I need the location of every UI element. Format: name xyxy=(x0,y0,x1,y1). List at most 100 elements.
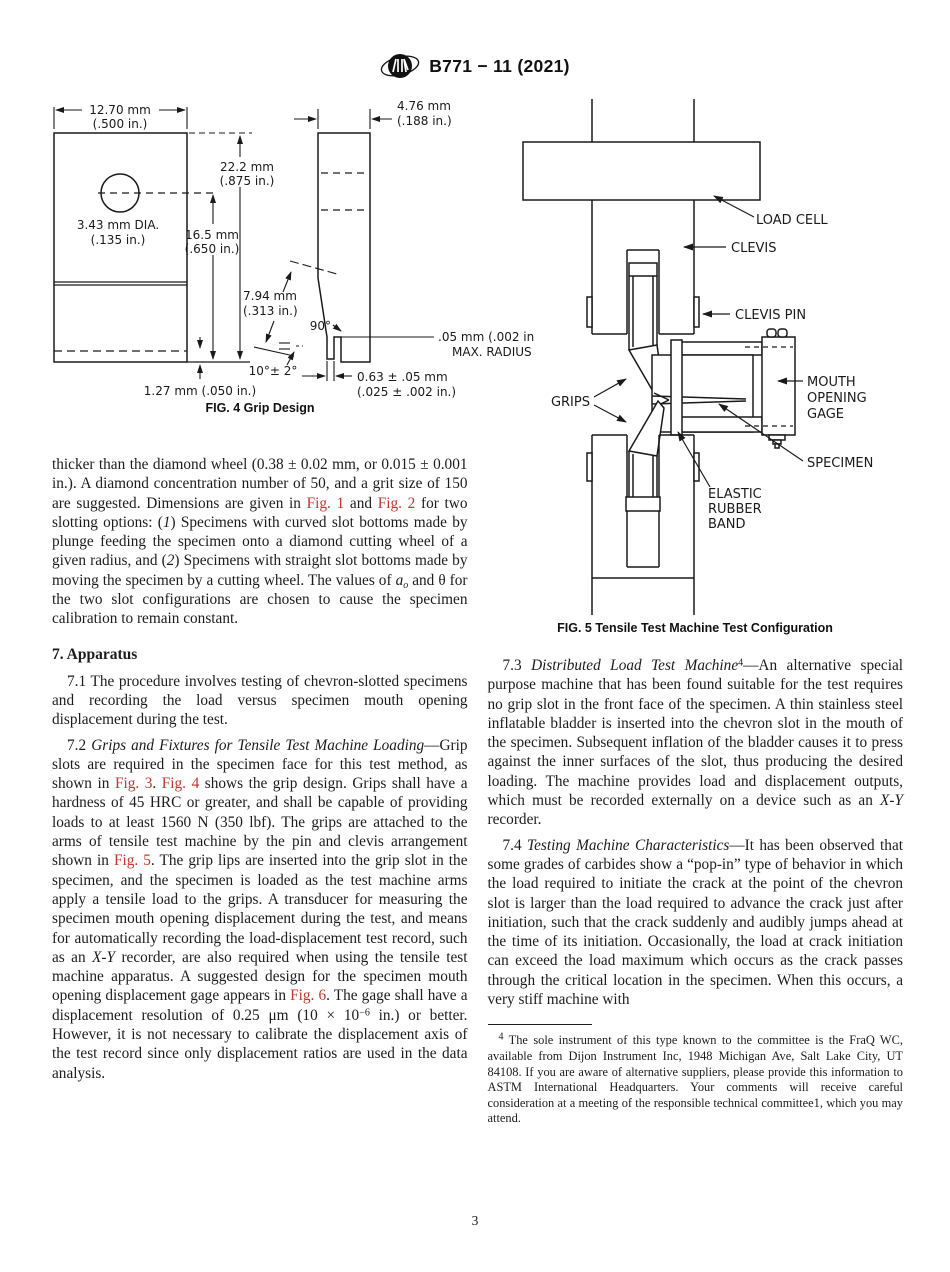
grip-front-view xyxy=(53,132,252,363)
paragraph-7-4: 7.4 Testing Machine Characteristics—It h… xyxy=(488,836,904,1010)
label-band-3: BAND xyxy=(708,517,746,532)
dim-thickness-in: (.188 in.) xyxy=(397,114,452,128)
astm-logo xyxy=(381,54,420,78)
figure-5-leaders xyxy=(593,195,804,488)
machine-drawing xyxy=(522,99,796,615)
side-view-dimensions xyxy=(253,109,434,381)
label-band-2: RUBBER xyxy=(708,502,762,517)
text-segment: for two slotting options: ( xyxy=(52,494,468,531)
dim-angle-90: 90° xyxy=(310,319,331,333)
bottom-clevis-shape xyxy=(586,434,700,579)
text-segment: 7.1 The procedure involves testing of ch… xyxy=(52,672,468,729)
label-mouth-2: OPENING xyxy=(807,391,867,406)
text-segment: ) Specimens with straight slot bottoms m… xyxy=(52,552,468,589)
dim-thickness-mm: 4.76 mm xyxy=(397,99,451,113)
top-clamp-bar xyxy=(671,341,763,356)
label-specimen: SPECIMEN xyxy=(807,456,873,471)
dim-max-radius-1: .05 mm (.002 in.) xyxy=(438,330,535,344)
text-segment: o xyxy=(403,579,409,591)
dim-width-mm: 12.70 mm xyxy=(89,103,151,117)
page-number: 3 xyxy=(471,1213,479,1228)
clevis-pin-left-shape xyxy=(586,296,593,328)
text-segment: . The gage shall have a displacement res… xyxy=(52,987,468,1024)
figure-reference[interactable]: Fig. 4 xyxy=(161,775,200,793)
footnote-rule xyxy=(487,1024,592,1026)
text-segment: . The grip lips are inserted into the gr… xyxy=(52,852,468,966)
left-column: thicker than the diamond wheel (0.38 ± 0… xyxy=(52,455,468,1127)
text-segment: 4 xyxy=(738,657,744,669)
front-view-dimensions xyxy=(53,107,243,379)
figure-4-caption: FIG. 4 Grip Design xyxy=(205,401,315,415)
text-segment: recorder, are also required when using t… xyxy=(52,948,468,1005)
document-title: B771 − 11 (2021) xyxy=(429,55,570,76)
paragraph-7-3: 7.3 Distributed Load Test Machine4—An al… xyxy=(488,656,904,830)
paragraph-continuation: thicker than the diamond wheel (0.38 ± 0… xyxy=(52,455,468,629)
dim-lip-length-mm: 7.94 mm xyxy=(243,289,297,303)
text-segment: 4 xyxy=(498,1031,504,1043)
page-header: B771 − 11 (2021) xyxy=(0,50,950,82)
bottom-grip-shape xyxy=(627,399,665,497)
figure-reference[interactable]: Fig. 3 xyxy=(114,775,153,793)
mouth-gage-shape xyxy=(761,336,796,436)
text-segment: shows the grip design. Grips shall have … xyxy=(52,775,468,870)
figure-5-test-configuration: LOAD CELL CLEVIS CLEVIS PIN GRIPS MOUTH … xyxy=(522,99,873,615)
text-segment: a xyxy=(395,571,404,589)
label-load-cell: LOAD CELL xyxy=(756,213,828,228)
text-segment: —An alternative special purpose machine … xyxy=(487,657,904,810)
specimen-assembly xyxy=(651,328,796,449)
text-segment: —Grip slots are required in the specimen… xyxy=(52,736,468,793)
dim-tip-in: (.025 ± .002 in.) xyxy=(357,385,456,399)
clevis-pin-right-shape xyxy=(693,296,700,328)
text-segment: 2 xyxy=(166,552,175,570)
dim-hole-height-in: (.650 in.) xyxy=(185,242,240,256)
dim-height-mm: 22.2 mm xyxy=(220,160,274,174)
dim-height-in: (.875 in.) xyxy=(220,174,275,188)
label-mouth-1: MOUTH xyxy=(807,375,856,390)
figure-reference[interactable]: Fig. 5 xyxy=(113,852,151,870)
text-segment: Testing Machine Characteristics xyxy=(527,836,730,854)
label-clevis: CLEVIS xyxy=(731,241,777,256)
text-segment: −6 xyxy=(359,1007,370,1019)
right-column: 7.3 Distributed Load Test Machine4—An al… xyxy=(487,455,904,1127)
figure-reference[interactable]: Fig. 2 xyxy=(377,494,416,512)
label-grips: GRIPS xyxy=(551,395,590,410)
figure-reference[interactable]: Fig. 6 xyxy=(290,987,327,1005)
body-text: thicker than the diamond wheel (0.38 ± 0… xyxy=(52,455,903,1127)
load-cell-shape xyxy=(522,141,761,201)
text-segment: —It has been observed that some grades o… xyxy=(487,836,904,1009)
text-segment: . xyxy=(152,775,162,793)
dim-lip-length-in: (.313 in.) xyxy=(243,304,298,318)
figure-5-caption: FIG. 5 Tensile Test Machine Test Configu… xyxy=(557,621,833,635)
text-segment: X-Y xyxy=(92,948,116,966)
dim-hole-dia-in: (.135 in.) xyxy=(91,233,146,247)
dim-tip-mm: 0.63 ± .05 mm xyxy=(357,370,448,384)
text-segment: and θ for the two slot configurations ar… xyxy=(52,571,468,628)
top-clevis-shape xyxy=(586,200,700,335)
elastic-band-shape xyxy=(670,339,683,436)
text-segment: Distributed Load Test Machine xyxy=(531,657,739,674)
dim-base: 1.27 mm (.050 in.) xyxy=(144,384,256,398)
text-segment: recorder. xyxy=(487,811,542,829)
dim-angle-10: 10°± 2° xyxy=(249,364,298,378)
text-segment: thicker than the diamond wheel (0.38 ± 0… xyxy=(52,456,468,512)
figure-reference[interactable]: Fig. 1 xyxy=(306,494,345,512)
text-segment: in.) or better. However, it is not neces… xyxy=(52,1006,468,1082)
dim-hole-height-mm: 16.5 mm xyxy=(185,228,239,242)
paragraph-7-2: 7.2 Grips and Fixtures for Tensile Test … xyxy=(52,736,468,1083)
dim-width-in: (.500 in.) xyxy=(93,117,148,131)
text-segment: X-Y xyxy=(880,792,903,810)
text-segment: 7.4 xyxy=(502,836,528,854)
text-segment: Grips and Fixtures for Tensile Test Mach… xyxy=(91,736,425,754)
label-mouth-3: GAGE xyxy=(807,407,844,422)
text-segment: 1 xyxy=(162,513,171,531)
text-segment: ) Specimens with curved slot bottoms mad… xyxy=(52,513,468,570)
footnote-4: 4 The sole instrument of this type known… xyxy=(487,1031,904,1127)
section-heading-apparatus: 7. Apparatus xyxy=(52,645,138,663)
label-clevis-pin: CLEVIS PIN xyxy=(735,308,806,323)
grip-side-view xyxy=(317,132,371,363)
text-segment: 7.3 xyxy=(502,657,532,674)
dim-max-radius-2: MAX. RADIUS xyxy=(452,345,532,359)
text-segment: The sole instrument of this type known t… xyxy=(487,1033,904,1126)
text-segment: and xyxy=(344,494,378,512)
